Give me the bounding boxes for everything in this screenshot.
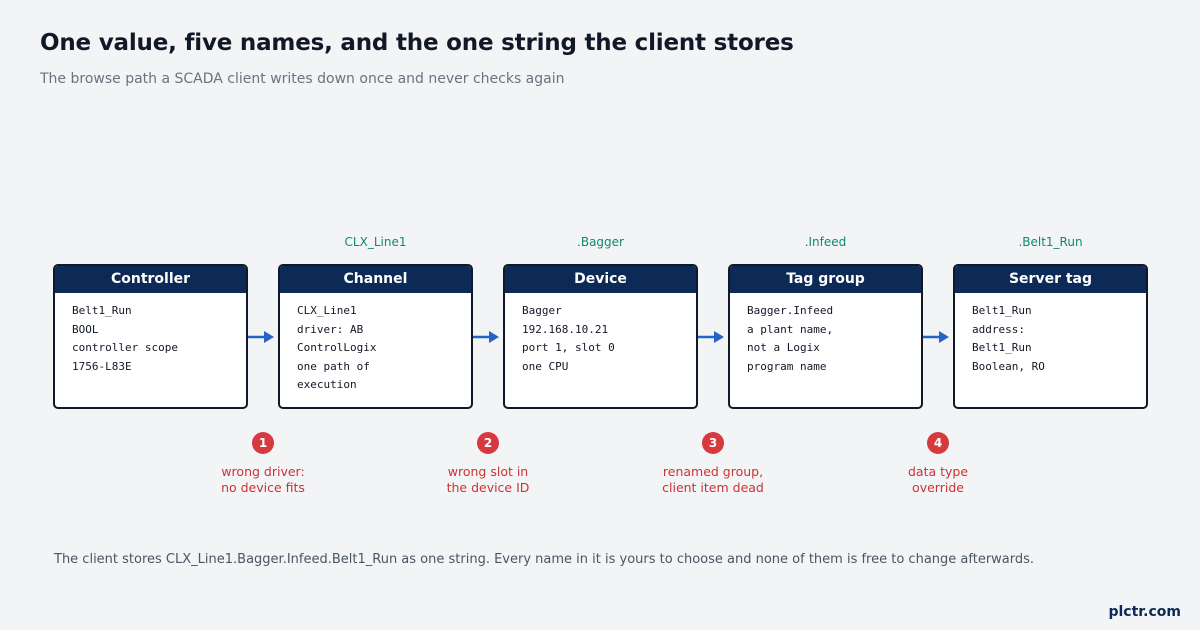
node-title: Server tag <box>955 266 1146 293</box>
node-line: one path of <box>297 359 370 373</box>
failure-note: wrong driver:no device fits <box>183 464 343 495</box>
node-body: Bagger.Infeed a plant name, not a Logix pro… <box>730 293 921 376</box>
node-line: CLX_Line1 <box>297 304 357 317</box>
node-line: BOOL <box>72 322 99 336</box>
failure-note-line: wrong slot in <box>447 464 529 479</box>
failure-note-line: no device fits <box>221 479 305 495</box>
failure-note-line: renamed group, <box>662 464 764 479</box>
node-line: one CPU <box>522 359 569 373</box>
path-segment-label: .Belt1_Run <box>1018 235 1083 249</box>
node-title: Tag group <box>730 266 921 293</box>
path-segment-label: .Bagger <box>577 235 624 249</box>
node-title: Controller <box>55 266 246 293</box>
failure-note: renamed group,client item dead <box>633 464 793 495</box>
failure-note-line: wrong driver: <box>221 464 305 479</box>
failure-number-badge: 4 <box>927 432 949 454</box>
node-line: a plant name, <box>747 322 834 336</box>
failure-number-badge: 3 <box>702 432 724 454</box>
node-line: Boolean, RO <box>972 359 1045 373</box>
right-arrow-icon <box>698 331 724 343</box>
node-line: port 1, slot 0 <box>522 341 615 354</box>
node-line: controller scope <box>72 341 178 354</box>
node-line: ControlLogix <box>297 341 377 354</box>
node-title: Device <box>505 266 696 293</box>
node-line: 1756-L83E <box>72 359 132 373</box>
node-body: Bagger 192.168.10.21 port 1, slot 0 one CPU <box>505 293 696 376</box>
right-arrow-icon <box>248 331 274 343</box>
path-segment-label: CLX_Line1 <box>344 235 407 249</box>
node-body: CLX_Line1 driver: AB ControlLogix one path … <box>280 293 471 395</box>
failure-note-line: client item dead <box>662 479 764 495</box>
failure-note-line: data type <box>907 464 969 479</box>
node-line: Bagger.Infeed <box>747 304 834 317</box>
node-line: execution <box>297 378 357 391</box>
right-arrow-icon <box>473 331 499 343</box>
node-line: Belt1_Run <box>972 304 1032 317</box>
node-line: not a Logix <box>747 341 820 354</box>
node-line: 192.168.10.21 <box>522 322 609 336</box>
failure-number-badge: 2 <box>477 432 499 454</box>
page-subtitle: The browse path a SCADA client writes do… <box>40 71 565 87</box>
node-line: Belt1_Run <box>972 341 1032 354</box>
node-title: Channel <box>280 266 471 293</box>
path-segment-label: .Infeed <box>804 235 847 249</box>
failure-note-line: the device ID <box>446 479 530 495</box>
footer-note: The client stores CLX_Line1.Bagger.Infee… <box>54 552 1035 567</box>
node-line: driver: AB <box>297 322 364 336</box>
node-line: Belt1_Run <box>72 304 132 317</box>
failure-number-badge: 1 <box>252 432 274 454</box>
right-arrow-icon <box>923 331 949 343</box>
node-line: address: <box>972 322 1025 336</box>
brand-logo[interactable]: plctr.com <box>1108 604 1181 620</box>
page-title: One value, five names, and the one strin… <box>40 30 794 56</box>
failure-note-line: override <box>912 479 964 495</box>
node-line: Bagger <box>522 304 562 317</box>
node-line: program name <box>747 359 827 373</box>
